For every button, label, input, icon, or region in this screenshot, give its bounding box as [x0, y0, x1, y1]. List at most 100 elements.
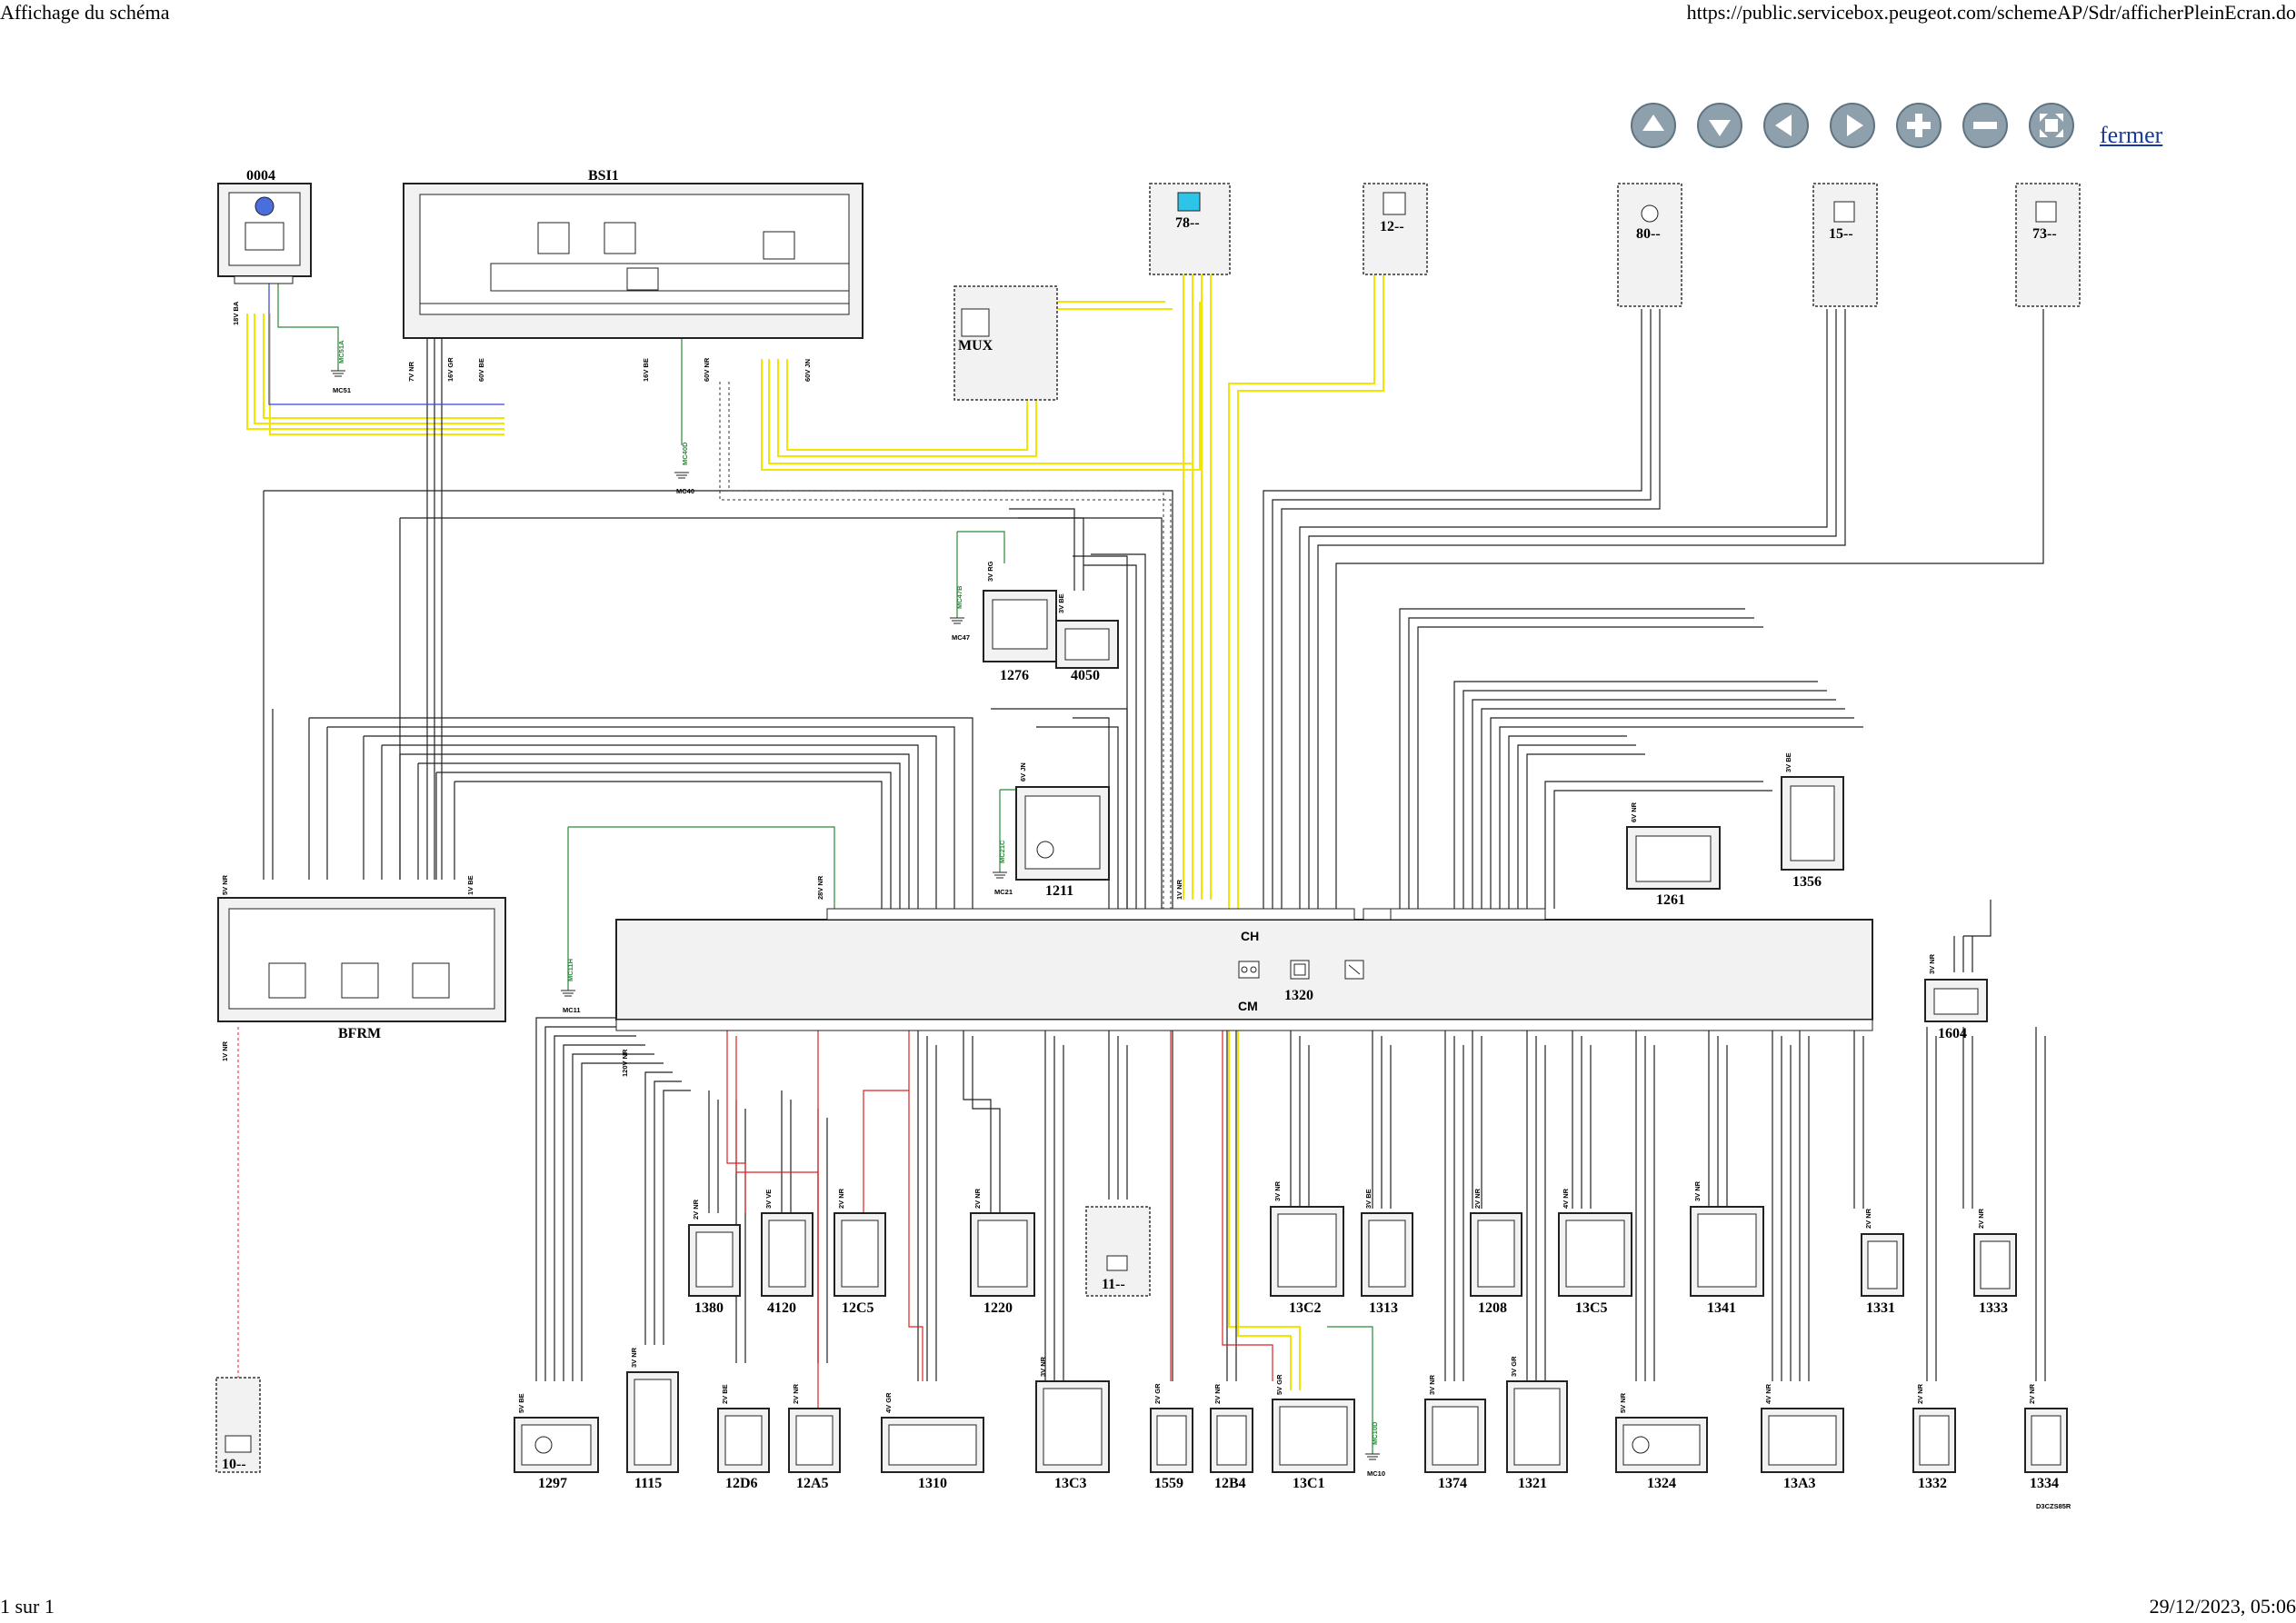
- component-ref: 1310: [918, 1476, 947, 1491]
- svg-text:MC11H: MC11H: [566, 959, 574, 981]
- cm-bottom-connector-label: 120V NR: [621, 1049, 629, 1077]
- component-1380: 1380 2V NR: [688, 1199, 741, 1316]
- connector-label: 3V BE: [1784, 752, 1792, 772]
- connector-label: 5V GR: [1275, 1374, 1283, 1395]
- close-link[interactable]: fermer: [2100, 122, 2163, 148]
- connector-label: 60V NR: [703, 357, 711, 382]
- motor-icon: [1036, 841, 1054, 859]
- svg-text:MC10: MC10: [1367, 1469, 1385, 1478]
- component-ref: 13C3: [1054, 1476, 1087, 1491]
- component-1333: 1333 2V NR: [1973, 1208, 2017, 1316]
- motor-icon: [1632, 1436, 1650, 1454]
- sensor-icon: [1344, 960, 1364, 980]
- relay-icon: [604, 222, 636, 254]
- fan-icon: [1833, 201, 1855, 223]
- svg-text:MC47: MC47: [952, 633, 970, 642]
- component-12c5: 12C5 2V NR: [834, 1188, 886, 1316]
- component-ref: 1331: [1866, 1300, 1895, 1316]
- connector-label: 2V NR: [1916, 1383, 1924, 1404]
- component-1211: 1211 6V JN: [1015, 762, 1110, 899]
- connector-label: 2V NR: [1473, 1188, 1482, 1209]
- scroll-up-button[interactable]: [1631, 103, 1676, 148]
- relay-icon: [537, 222, 570, 254]
- connector-label: 7V NR: [407, 361, 415, 382]
- connector-label: 4V NR: [1562, 1188, 1570, 1209]
- component-ref: 1380: [694, 1300, 724, 1316]
- component-13c5: 13C5 4V NR: [1558, 1188, 1632, 1316]
- component-10: 10--: [215, 1377, 261, 1473]
- cm-ref: 1320: [1284, 988, 1313, 1003]
- cm-top-label: CH: [1241, 929, 1259, 943]
- component-mux: MUX: [953, 285, 1058, 401]
- connector-label: 3V NR: [1928, 953, 1936, 974]
- component-ref: 78--: [1175, 215, 1200, 231]
- diagram-navigation-toolbar: [1631, 103, 2212, 148]
- component-ref: 1341: [1707, 1300, 1736, 1316]
- component-0004: 0004 18V BA: [217, 168, 312, 325]
- zoom-out-button[interactable]: [1962, 103, 2008, 148]
- connector-label: 2V NR: [1977, 1208, 1985, 1229]
- mux-bus-wires: [246, 247, 1384, 1390]
- component-1321: 1321 3V GR: [1506, 1356, 1568, 1491]
- arrow-left-icon: [1775, 115, 1792, 136]
- connector-label: 6V JN: [1019, 762, 1027, 782]
- component-12: 12--: [1363, 183, 1428, 275]
- component-1332: 1332 2V NR: [1912, 1383, 1956, 1491]
- page-url: https://public.servicebox.peugeot.com/sc…: [1686, 1, 2296, 24]
- component-ref: 4120: [767, 1300, 796, 1316]
- connector-label: 60V JN: [804, 359, 812, 382]
- connector-label: 3V NR: [1039, 1356, 1047, 1377]
- connector-label: 5V NR: [1619, 1392, 1627, 1413]
- component-ref: 10--: [222, 1457, 246, 1472]
- svg-text:MC51: MC51: [333, 386, 351, 394]
- component-1341: 1341 3V NR: [1690, 1180, 1764, 1316]
- main-control-unit: CH CM 1320 28V NR 1V NR 120V NR: [615, 875, 1873, 1077]
- scroll-right-button[interactable]: [1830, 103, 1875, 148]
- connector-label: 16V BE: [642, 358, 650, 382]
- fit-screen-button[interactable]: [2029, 103, 2074, 148]
- component-1208: 1208 2V NR: [1470, 1188, 1522, 1316]
- connector-label: 3V BE: [1057, 593, 1065, 613]
- svg-text:MC21: MC21: [994, 888, 1013, 896]
- esp-icon: [1177, 192, 1201, 212]
- dashed-wires: [719, 382, 1172, 909]
- svg-text:MC11: MC11: [563, 1006, 581, 1014]
- ground-symbols: [331, 370, 1380, 1460]
- connector-label: 2V NR: [792, 1383, 800, 1404]
- component-1115: 1115 3V NR: [626, 1347, 679, 1491]
- connector-label: 60V BE: [477, 358, 485, 382]
- connector-label: 1V BE: [466, 875, 474, 895]
- component-ref: 1356: [1792, 874, 1822, 890]
- component-12b4: 12B4 2V NR: [1210, 1383, 1253, 1491]
- component-ref: 1297: [538, 1476, 567, 1491]
- component-13c1: 13C1 5V GR: [1272, 1374, 1355, 1491]
- component-1604: 1604 3V NR: [1924, 953, 1988, 1041]
- connector-label: 2V GR: [1153, 1383, 1162, 1404]
- component-ref: 0004: [246, 168, 275, 184]
- page-count: 1 sur 1: [0, 1595, 55, 1618]
- component-ref: 1211: [1045, 883, 1073, 899]
- component-ref: 15--: [1829, 226, 1853, 242]
- component-ref: 1559: [1154, 1476, 1183, 1491]
- harness-wires: [263, 309, 2046, 1381]
- svg-text:MC21C: MC21C: [998, 840, 1006, 863]
- scroll-down-button[interactable]: [1697, 103, 1742, 148]
- component-1297: 1297 5V BE: [514, 1393, 599, 1491]
- minus-icon: [1973, 122, 1997, 129]
- zoom-in-button[interactable]: [1896, 103, 1942, 148]
- component-13a3: 13A3 4V NR: [1761, 1383, 1844, 1491]
- component-1356: 1356 3V BE: [1781, 752, 1844, 890]
- cm-top-connector-label-2: 1V NR: [1175, 879, 1183, 900]
- connector-label: 4V NR: [1764, 1383, 1772, 1404]
- component-4120: 4120 3V VE: [761, 1190, 814, 1316]
- connector-label: 3V NR: [1693, 1180, 1702, 1201]
- component-15: 15--: [1812, 183, 1878, 307]
- arrow-down-icon: [1709, 120, 1731, 136]
- connector-label: 1V NR: [221, 1041, 229, 1061]
- scroll-left-button[interactable]: [1763, 103, 1809, 148]
- cm-top-connector-label: 28V NR: [816, 875, 824, 900]
- component-1334: 1334 2V NR: [2024, 1383, 2068, 1491]
- connector-label: 2V NR: [1864, 1208, 1872, 1229]
- ground-labels: MC51A MC51 MC40D MC40 MC47B MC47 MC21C M…: [333, 340, 1385, 1478]
- connector-label: 18V BA: [232, 301, 240, 325]
